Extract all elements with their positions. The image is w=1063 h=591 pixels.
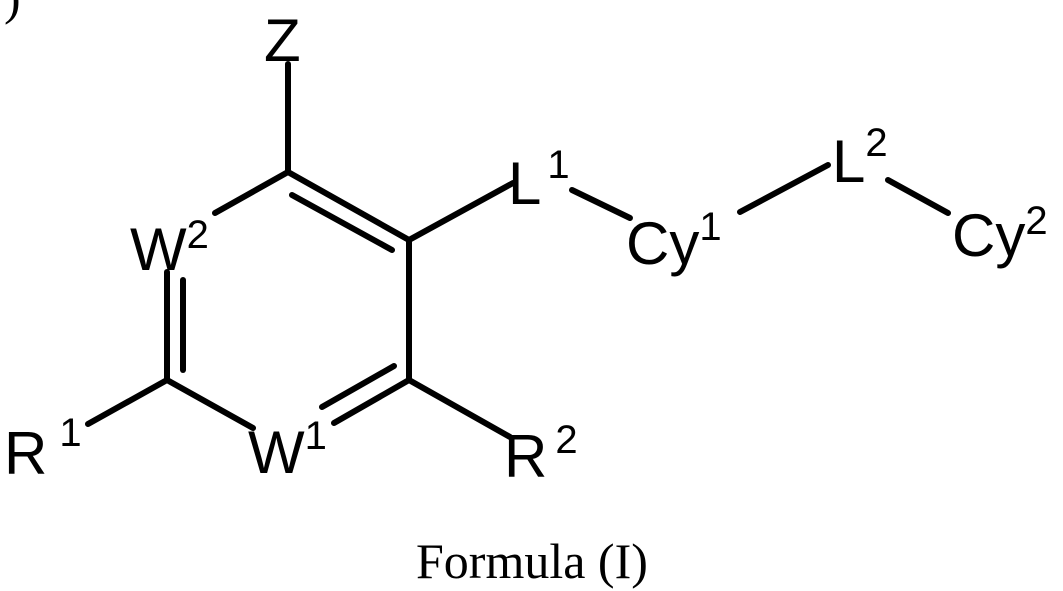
- atom-l2: L2: [832, 121, 888, 195]
- top-text-fragment: ): [4, 0, 21, 25]
- atom-l1: L1: [508, 143, 570, 217]
- atom-w1: W1: [248, 414, 327, 486]
- bond-l1-cy1: [572, 190, 630, 218]
- figure-caption: Formula (I): [416, 533, 648, 589]
- bond-cy1-l2: [740, 165, 828, 212]
- bond-c4-l1: [409, 183, 513, 240]
- atom-z: Z: [264, 7, 301, 74]
- atom-w2: W2: [130, 213, 209, 283]
- bond-c5-w1-outer: [334, 380, 409, 423]
- bond-c6-w1: [167, 380, 253, 428]
- bond-c6-r1: [88, 380, 167, 424]
- atom-cy1: Cy1: [626, 205, 722, 277]
- bond-l2-cy2: [888, 180, 948, 213]
- bond-c5-w1-inner: [322, 366, 394, 407]
- atom-r2: R2: [504, 418, 578, 490]
- atom-r1: R1: [4, 411, 82, 487]
- bond-w2-c3: [215, 172, 288, 213]
- atom-cy2: Cy2: [952, 199, 1048, 269]
- bond-c5-r2: [409, 380, 510, 437]
